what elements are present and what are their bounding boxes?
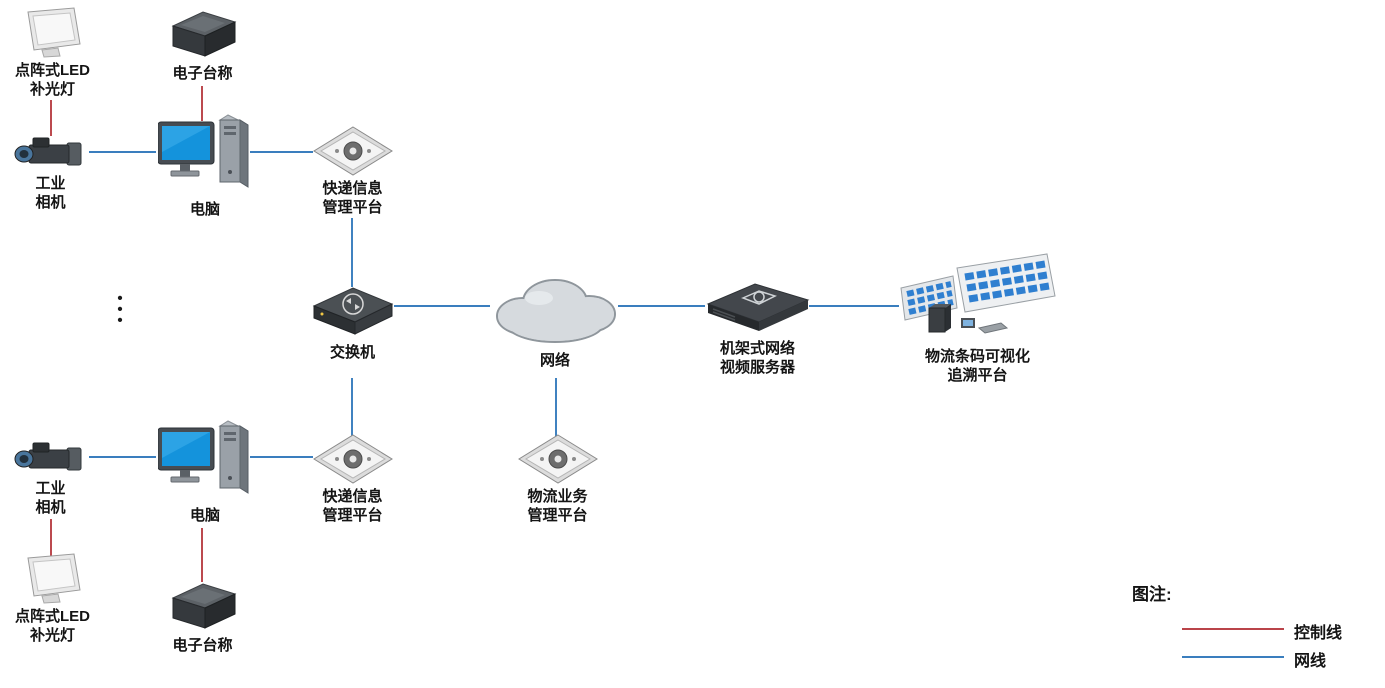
node-label: 电脑 (189, 201, 220, 218)
node-industrial-camera-top: 工业 相机 (8, 133, 93, 213)
node-label: 快递信息 管理平台 (322, 488, 383, 524)
led-light-icon (26, 7, 81, 58)
legend-label-control-line: 控制线 (1294, 625, 1343, 642)
node-electronic-scale-top: 电子台称 (155, 6, 250, 84)
vertical-ellipsis: • • • (117, 290, 123, 329)
node-label: 物流业务 管理平台 (527, 488, 588, 524)
node-label: 工业 相机 (35, 480, 66, 516)
node-label: 物流条码可视化 追溯平台 (924, 348, 1030, 384)
computer-icon (157, 420, 248, 494)
electronic-scale-icon (171, 11, 237, 57)
software-platform-icon (312, 126, 393, 176)
node-express-platform-bottom: 快递信息 管理平台 (305, 434, 400, 526)
node-computer-top: 电脑 (155, 112, 255, 220)
software-platform-icon (312, 434, 393, 484)
led-light-icon (26, 553, 81, 604)
industrial-camera-icon (14, 137, 82, 166)
node-label: 电脑 (189, 507, 220, 524)
legend-label-network-line: 网线 (1294, 653, 1327, 670)
software-platform-icon (517, 434, 598, 484)
node-label: 点阵式LED 补光灯 (14, 608, 90, 644)
switch-icon (312, 287, 393, 335)
node-industrial-camera-bottom: 工业 相机 (8, 438, 93, 518)
rack-server-icon (706, 283, 809, 331)
node-trace-platform: 物流条码可视化 追溯平台 (890, 252, 1065, 386)
node-computer-bottom: 电脑 (155, 418, 255, 526)
node-led-light-top: 点阵式LED 补光灯 (5, 6, 100, 100)
node-electronic-scale-bottom: 电子台称 (155, 578, 250, 656)
node-switch: 交换机 (305, 278, 400, 363)
node-label: 快递信息 管理平台 (322, 180, 383, 216)
node-express-platform-top: 快递信息 管理平台 (305, 126, 400, 218)
computer-icon (157, 114, 248, 188)
node-label: 点阵式LED 补光灯 (14, 62, 90, 98)
node-label: 网络 (539, 352, 570, 369)
node-label: 交换机 (329, 344, 375, 361)
electronic-scale-icon (171, 583, 237, 629)
node-label: 电子台称 (172, 65, 233, 82)
node-network-cloud: 网络 (480, 268, 630, 371)
node-led-light-bottom: 点阵式LED 补光灯 (5, 552, 100, 646)
node-label: 电子台称 (172, 637, 233, 654)
industrial-camera-icon (14, 442, 82, 471)
node-label: 工业 相机 (35, 175, 66, 211)
legend-title: 图注: (1132, 585, 1172, 604)
trace-platform-icon (900, 253, 1056, 334)
node-video-server: 机架式网络 视频服务器 (695, 276, 820, 378)
node-logistics-platform: 物流业务 管理平台 (510, 434, 605, 526)
cloud-icon (496, 279, 616, 343)
node-label: 机架式网络 视频服务器 (719, 340, 795, 376)
